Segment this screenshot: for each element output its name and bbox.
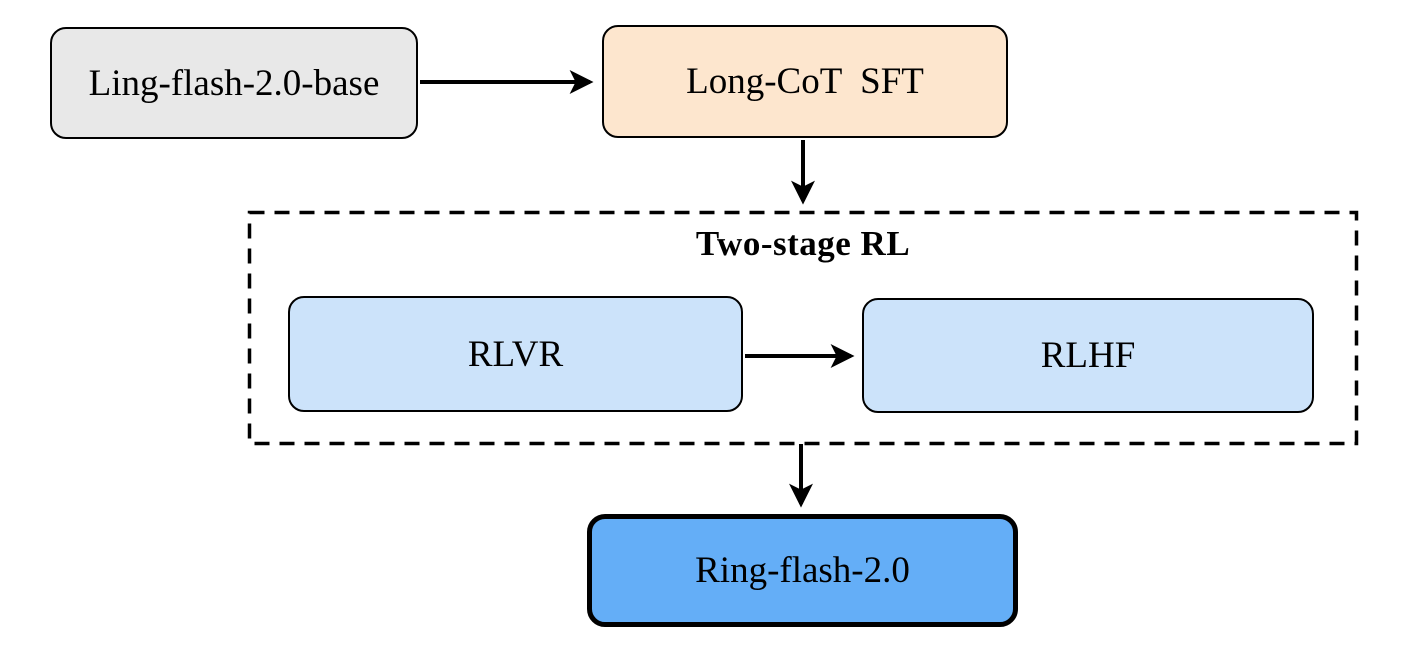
node-rlhf-label: RLHF — [1040, 335, 1136, 376]
node-long-cot-sft-label: Long-CoT SFT — [686, 61, 924, 102]
two-stage-rl-group-title: Two-stage RL — [695, 224, 911, 263]
node-ling-flash-base: Ling-flash-2.0-base — [50, 27, 418, 139]
node-rlhf: RLHF — [862, 298, 1314, 413]
node-ling-flash-base-label: Ling-flash-2.0-base — [88, 62, 380, 104]
node-long-cot-sft: Long-CoT SFT — [602, 25, 1008, 138]
node-rlvr-label: RLVR — [467, 333, 564, 375]
node-ring-flash: Ring-flash-2.0 — [587, 514, 1018, 627]
node-ring-flash-label: Ring-flash-2.0 — [695, 550, 910, 591]
node-rlvr: RLVR — [288, 296, 743, 412]
